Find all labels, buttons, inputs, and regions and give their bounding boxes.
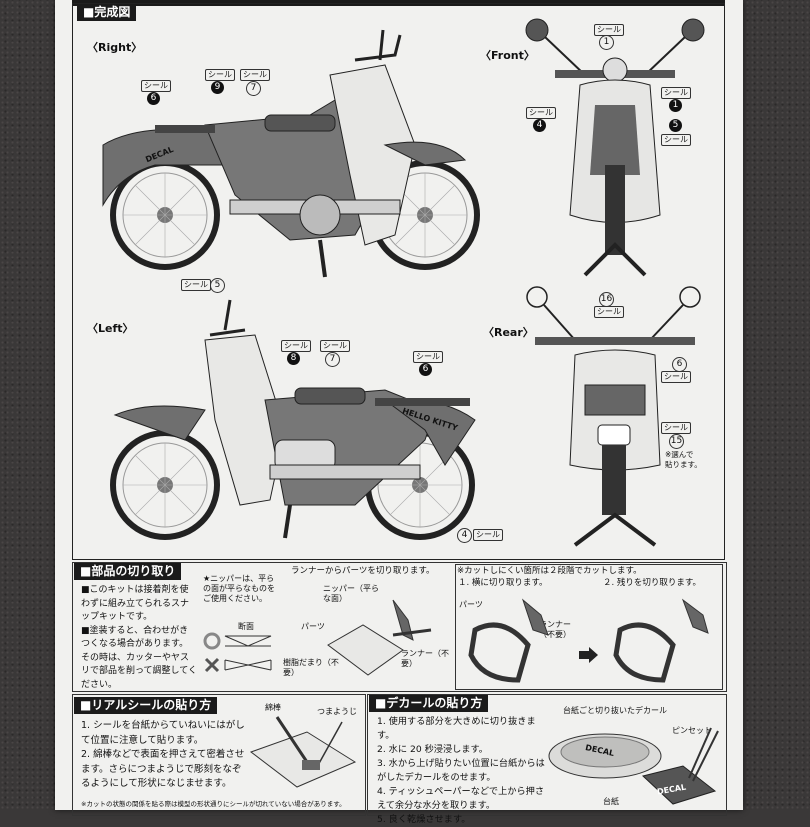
step-2-illustration — [613, 598, 709, 683]
real-sticker-step: 1. シールを台紙からていねいにはがして位置に注意して貼ります。 — [81, 720, 245, 746]
nipper-note: ★ニッパーは、平らの面が平らなものをご使用ください。 — [203, 574, 275, 603]
sticker-tag: シール — [205, 69, 235, 81]
runner-title: ランナーからパーツを切り取ります。 — [291, 566, 435, 576]
real-sticker-steps: 1. シールを台紙からていねいにはがして位置に注意して貼ります。 2. 綿棒など… — [81, 719, 249, 792]
decal-step: 4. ティッシュペーパーなどで上から押さえて余分な水分を取ります。 — [377, 786, 545, 811]
decal-step: 3. 水から上げ貼りたい位置に台紙からはがしたデカールをのせます。 — [377, 758, 545, 783]
decal-step: 2. 水に 20 秒浸浸します。 — [377, 744, 488, 755]
runner-unneeded-label-2: ランナー（不要） — [539, 620, 571, 639]
motorcycle-right-view — [102, 29, 480, 278]
sticker-number: 1 — [599, 35, 614, 50]
toothpick-label: つまようじ — [317, 707, 357, 716]
sticker-tag: シール — [320, 340, 350, 352]
part-label-2: パーツ — [459, 600, 483, 609]
sticker-tag: シール — [661, 134, 691, 146]
sticker-tag: シール — [413, 351, 443, 363]
sticker-number: 15 — [669, 434, 684, 449]
step-1: １. 横に切り取ります。 — [458, 578, 548, 588]
sticker-number: 1 — [669, 99, 682, 112]
part-cutting-illustration — [327, 599, 432, 676]
motorcycle-front-view — [525, 18, 705, 277]
step-1-illustration — [468, 598, 549, 683]
sticker-tag: シール — [661, 87, 691, 99]
sticker-number: 5 — [210, 278, 225, 293]
sticker-tag: シール — [594, 24, 624, 36]
step-2: ２. 残りを切り取ります。 — [603, 578, 702, 588]
completion-frame — [72, 3, 725, 560]
completion-title: ■完成図 — [77, 4, 137, 21]
sticker-tag: シール — [473, 529, 503, 541]
real-sticker-footnote: ※カットの状態の関係を貼る際は模型の形状通りにシールが切れていない場合があります… — [81, 800, 346, 808]
sticker-number: 6 — [147, 92, 160, 105]
sticker-number: 6 — [672, 357, 687, 372]
two-step-note: ※カットしにくい箇所は２段階でカットします。 — [457, 566, 642, 576]
sticker-tag: シール — [281, 340, 311, 352]
sticker-number: 5 — [669, 119, 682, 132]
runner-unneeded-label: ランナー（不要） — [401, 649, 449, 668]
real-sticker-step: 2. 綿棒などで表面を押さえて密着させます。さらにつまようじで彫刻をなぞるように… — [81, 749, 245, 789]
nipper-blade-ok — [224, 635, 272, 647]
sticker-number: 4 — [533, 119, 546, 132]
sticker-number: 9 — [211, 81, 224, 94]
sticker-number: 16 — [599, 292, 614, 307]
sticker-tag: シール — [141, 80, 171, 92]
backing-label: 台紙 — [603, 797, 619, 806]
part-label: パーツ — [301, 622, 325, 631]
view-label-left: 〈Left〉 — [87, 322, 134, 335]
sticker-tag: シール — [240, 69, 270, 81]
sticker-tag: シール — [594, 306, 624, 318]
resin-label: 樹脂だまり（不要） — [283, 658, 339, 677]
view-label-right: 〈Right〉 — [87, 41, 143, 54]
sticker-tag: シール — [661, 422, 691, 434]
motorcycle-rear-view — [526, 286, 701, 547]
decal-title: ■デカールの貼り方 — [369, 695, 489, 712]
nipper-blade-ng — [224, 659, 272, 671]
sticker-number: 8 — [287, 352, 300, 365]
decal-steps: 1. 使用する部分を大きめに切り抜きます。 2. 水に 20 秒浸浸します。 3… — [377, 715, 553, 827]
sticker-tag: シール — [661, 371, 691, 383]
decal-step: 5. 良く乾燥させます。 — [377, 814, 471, 825]
tweezers-label: ピンセット — [672, 726, 712, 735]
sticker-number: 7 — [246, 81, 261, 96]
instruction-sheet: ■完成図 〈Right〉 〈Front〉 〈Left〉 〈Rear〉 DECAL — [55, 0, 743, 825]
view-label-rear: 〈Rear〉 — [483, 326, 534, 339]
sticker-number: 4 — [457, 528, 472, 543]
sticker-number: 7 — [325, 352, 340, 367]
sticker-tag: シール — [181, 279, 211, 291]
parts-title: ■部品の切り取り — [74, 563, 182, 580]
motorcycle-left-view — [110, 299, 476, 540]
sticker-tag: シール — [526, 107, 556, 119]
decal-step: 1. 使用する部分を大きめに切り抜きます。 — [377, 716, 536, 741]
decal-water-dish-illustration — [548, 727, 719, 805]
nipper-flat-label: ニッパー（平らな面） — [323, 584, 379, 603]
sticker-application-illustration — [249, 716, 357, 788]
sticker-number: 6 — [419, 363, 432, 376]
cross-ng-icon — [204, 657, 220, 673]
cut-face-label: 断面 — [238, 622, 254, 631]
circle-ok-icon — [203, 632, 221, 650]
arrow-right-icon — [579, 647, 598, 663]
real-sticker-title: ■リアルシールの貼り方 — [74, 697, 218, 714]
view-label-front: 〈Front〉 — [480, 49, 535, 62]
cotton-swab-label: 綿棒 — [265, 703, 281, 712]
parts-body: ■このキットは接着剤を使わずに組み立てられるスナップキットです。 ■塗装すると、… — [81, 585, 198, 690]
cut-decal-label: 台紙ごと切り抜いたデカール — [563, 706, 667, 715]
select-note: ※選んで 貼ります。 — [665, 450, 702, 469]
two-step-box — [455, 564, 723, 690]
parts-section — [72, 562, 727, 692]
